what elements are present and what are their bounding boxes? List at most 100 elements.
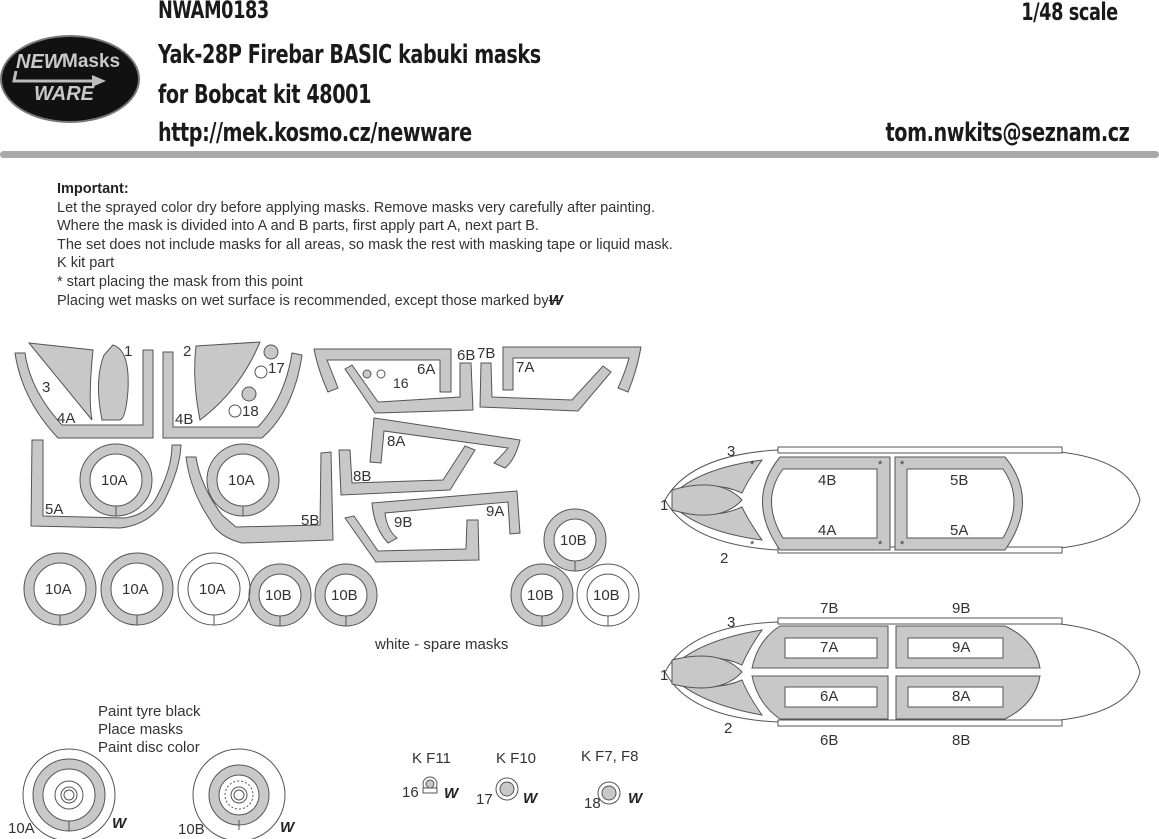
mask-17-filled (263, 344, 279, 360)
website-link[interactable]: http://mek.kosmo.cz/newware (158, 118, 472, 148)
wheel-step: Place masks (98, 721, 184, 738)
canopy-side-label-6a: 6A (820, 688, 838, 705)
label-16: 16 (393, 375, 409, 391)
wheel-10a-label: 10A (8, 820, 35, 837)
mask-7a (502, 346, 642, 393)
label-10b: 10B (265, 587, 292, 604)
instruction-line: The set does not include masks for all a… (57, 236, 673, 253)
kit-mask-18: 18 (584, 795, 601, 812)
label-4b: 4B (175, 411, 193, 428)
instructions: Important: Let the sprayed color dry bef… (57, 180, 673, 310)
label-10a: 10A (45, 581, 72, 598)
label-7b: 7B (477, 345, 495, 362)
label-4a: 4A (57, 410, 75, 427)
label-8b: 8B (353, 468, 371, 485)
canopy-side-label-6b: 6B (820, 732, 838, 749)
mask-6a (313, 348, 452, 393)
canopy-side-label-9b: 9B (952, 600, 970, 617)
canopy-top-view (664, 446, 1141, 554)
brand-logo: NEW Masks WARE (2, 37, 138, 121)
start-marker: * (750, 459, 755, 471)
label-9a: 9A (486, 503, 504, 520)
canopy-top-label-4a: 4A (818, 522, 836, 539)
logo-new: NEW (16, 51, 63, 73)
start-marker: * (900, 459, 905, 471)
label-10b: 10B (560, 532, 587, 549)
kit-part-f10: K F10 (496, 750, 537, 767)
logo-ware: WARE (34, 83, 94, 105)
mask-4a (14, 349, 154, 439)
mask-7b (479, 362, 612, 412)
canopy-side-label-1: 1 (660, 667, 668, 684)
kit-subtitle: for Bobcat kit 48001 (158, 80, 372, 110)
canopy-side-label-8a: 8A (952, 688, 970, 705)
mask-4b (162, 351, 303, 439)
canopy-top-label-4b: 4B (818, 472, 836, 489)
instructions-title: Important: (57, 181, 129, 197)
mask-8a (369, 417, 521, 469)
no-wet-icon: W (523, 790, 539, 807)
canopy-top-label-2: 2 (720, 550, 728, 567)
label-5a: 5A (45, 501, 63, 518)
kit-mask-17: 17 (476, 791, 493, 808)
instruction-line: Placing wet masks on wet surface is reco… (57, 292, 673, 311)
label-9b: 9B (394, 514, 412, 531)
canopy-side-label-3: 3 (727, 614, 735, 631)
no-wet-icon: W (548, 291, 563, 309)
label-8a: 8A (387, 433, 405, 450)
label-10b: 10B (593, 587, 620, 604)
start-marker: * (878, 459, 883, 471)
mask-9b (344, 515, 480, 563)
header-divider (0, 151, 1159, 158)
no-wet-icon: W (444, 785, 460, 802)
canopy-side-view (664, 617, 1141, 727)
mask-6b (344, 362, 474, 414)
instruction-line: K kit part (57, 255, 115, 272)
instruction-line: Let the sprayed color dry before applyin… (57, 199, 655, 216)
label-3: 3 (42, 379, 50, 396)
email-link[interactable]: tom.nwkits@seznam.cz (885, 118, 1129, 148)
label-10b: 10B (527, 587, 554, 604)
product-code: NWAM0183 (158, 0, 269, 24)
instruction-line: * start placing the mask from this point (57, 273, 303, 290)
wheel-steps: Paint tyre black Place masks Paint disc … (98, 703, 201, 757)
mask-2 (194, 341, 261, 421)
mask-1 (97, 344, 129, 421)
no-wet-icon: W (112, 815, 128, 832)
start-marker: * (878, 539, 883, 551)
canopy-side-label-7b: 7B (820, 600, 838, 617)
canopy-side-label-7a: 7A (820, 639, 838, 656)
label-17: 17 (268, 360, 285, 377)
no-wet-icon: W (628, 790, 644, 807)
mask-5b (185, 451, 334, 544)
canopy-top-label-3: 3 (727, 443, 735, 460)
mask-9a (371, 490, 521, 544)
label-7a: 7A (516, 359, 534, 376)
scale-label: 1/48 scale (1021, 0, 1118, 26)
wheel-step: Paint disc color (98, 739, 200, 756)
mask-8b (338, 445, 476, 496)
label-6a: 6A (417, 361, 435, 378)
label-18: 18 (242, 403, 259, 420)
label-2: 2 (183, 343, 191, 360)
canopy-side-label-9a: 9A (952, 639, 970, 656)
canopy-side-label-2: 2 (724, 720, 732, 737)
spare-masks-note: white - spare masks (375, 636, 509, 653)
label-5b: 5B (301, 512, 319, 529)
canopy-top-label-5a: 5A (950, 522, 968, 539)
wheel-step: Paint tyre black (98, 703, 201, 720)
instruction-line: Where the mask is divided into A and B p… (57, 218, 539, 235)
canopy-side-label-8b: 8B (952, 732, 970, 749)
wheel-10b-label: 10B (178, 821, 205, 838)
start-marker: * (900, 539, 905, 551)
logo-masks: Masks (62, 51, 121, 72)
kit-part-f11: K F11 (412, 750, 451, 767)
kit-mask-16: 16 (402, 784, 419, 801)
canopy-top-label-5b: 5B (950, 472, 968, 489)
label-1: 1 (124, 343, 132, 360)
kit-part-f7-f8: K F7, F8 (581, 748, 639, 765)
page-title: Yak-28P Firebar BASIC kabuki masks (158, 40, 541, 70)
label-10b: 10B (331, 587, 358, 604)
mask-5a (30, 439, 182, 529)
